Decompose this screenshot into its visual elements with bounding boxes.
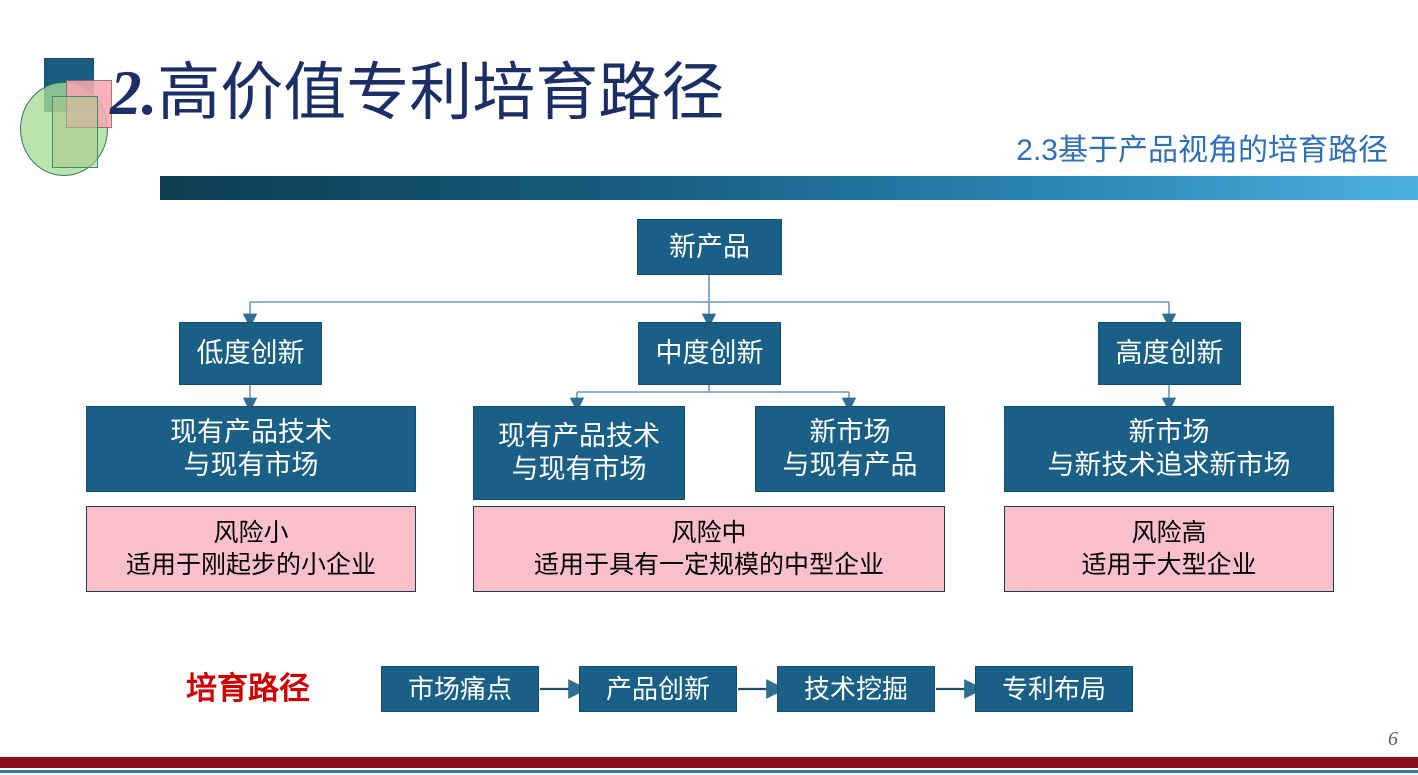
node-risk-mid[interactable]: 风险中 适用于具有一定规模的中型企业: [473, 506, 945, 592]
flow-label: 培育路径: [186, 671, 310, 706]
page-number: 6: [1388, 728, 1398, 750]
flow-step-1[interactable]: 市场痛点: [381, 666, 539, 712]
header-accent-bar: [160, 176, 1418, 200]
node-strategy-3[interactable]: 新市场 与现有产品: [755, 406, 945, 492]
node-innovation-high[interactable]: 高度创新: [1098, 322, 1241, 385]
page-title-text: 高价值专利培育路径: [157, 58, 725, 128]
node-strategy-1[interactable]: 现有产品技术 与现有市场: [86, 406, 416, 492]
flow-step-4[interactable]: 专利布局: [975, 666, 1133, 712]
page-title: 2.高价值专利培育路径: [110, 55, 724, 131]
node-root[interactable]: 新产品: [637, 219, 782, 275]
node-innovation-low[interactable]: 低度创新: [179, 322, 322, 385]
footer-red-bar: [0, 757, 1418, 768]
decorative-logo: [14, 52, 122, 176]
footer-blue-bar: [0, 770, 1418, 773]
page-subtitle: 2.3基于产品视角的培育路径: [1016, 134, 1388, 167]
logo-green-square-icon: [52, 96, 98, 168]
flow-step-2[interactable]: 产品创新: [579, 666, 737, 712]
node-strategy-2[interactable]: 现有产品技术 与现有市场: [473, 406, 685, 500]
node-risk-low[interactable]: 风险小 适用于刚起步的小企业: [86, 506, 416, 592]
flow-step-3[interactable]: 技术挖掘: [777, 666, 935, 712]
section-number: 2.: [110, 58, 158, 128]
node-innovation-mid[interactable]: 中度创新: [638, 322, 781, 385]
node-risk-high[interactable]: 风险高 适用于大型企业: [1004, 506, 1334, 592]
node-strategy-4[interactable]: 新市场 与新技术追求新市场: [1004, 406, 1334, 492]
